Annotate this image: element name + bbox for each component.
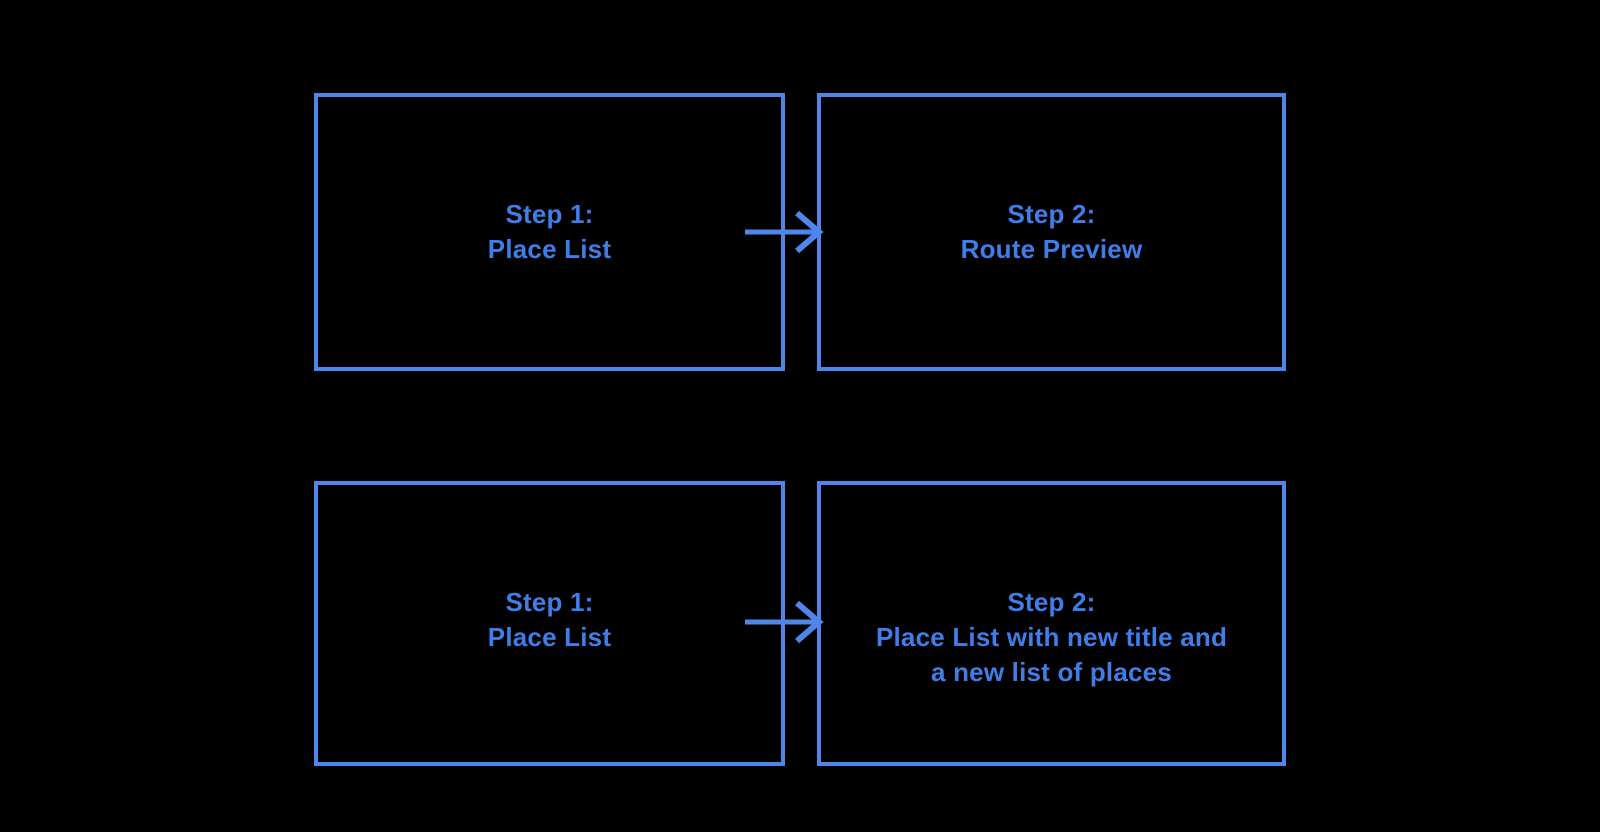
node-label-line: Place List with new title and <box>875 622 1228 652</box>
flow-node-step1-place-list-bottom: Step 1: Place List <box>314 481 785 766</box>
node-label-line: Route Preview <box>960 234 1143 264</box>
node-label: Step 1: Place List <box>318 585 781 655</box>
node-label-line: a new list of places <box>931 657 1172 687</box>
flow-node-step1-place-list-top: Step 1: Place List <box>314 93 785 371</box>
node-label-line: Place List <box>487 622 612 652</box>
node-label-line: Step 1: <box>505 199 594 229</box>
node-label-line: Step 2: <box>1007 199 1096 229</box>
flow-node-step2-route-preview: Step 2: Route Preview <box>817 93 1286 371</box>
node-label-line: Step 1: <box>505 587 594 617</box>
node-label: Step 2: Route Preview <box>821 197 1282 267</box>
flow-node-step2-new-place-list: Step 2: Place List with new title and a … <box>817 481 1286 766</box>
node-label: Step 1: Place List <box>318 197 781 267</box>
node-label-line: Step 2: <box>1007 587 1096 617</box>
node-label: Step 2: Place List with new title and a … <box>821 585 1282 690</box>
node-label-line: Place List <box>487 234 612 264</box>
